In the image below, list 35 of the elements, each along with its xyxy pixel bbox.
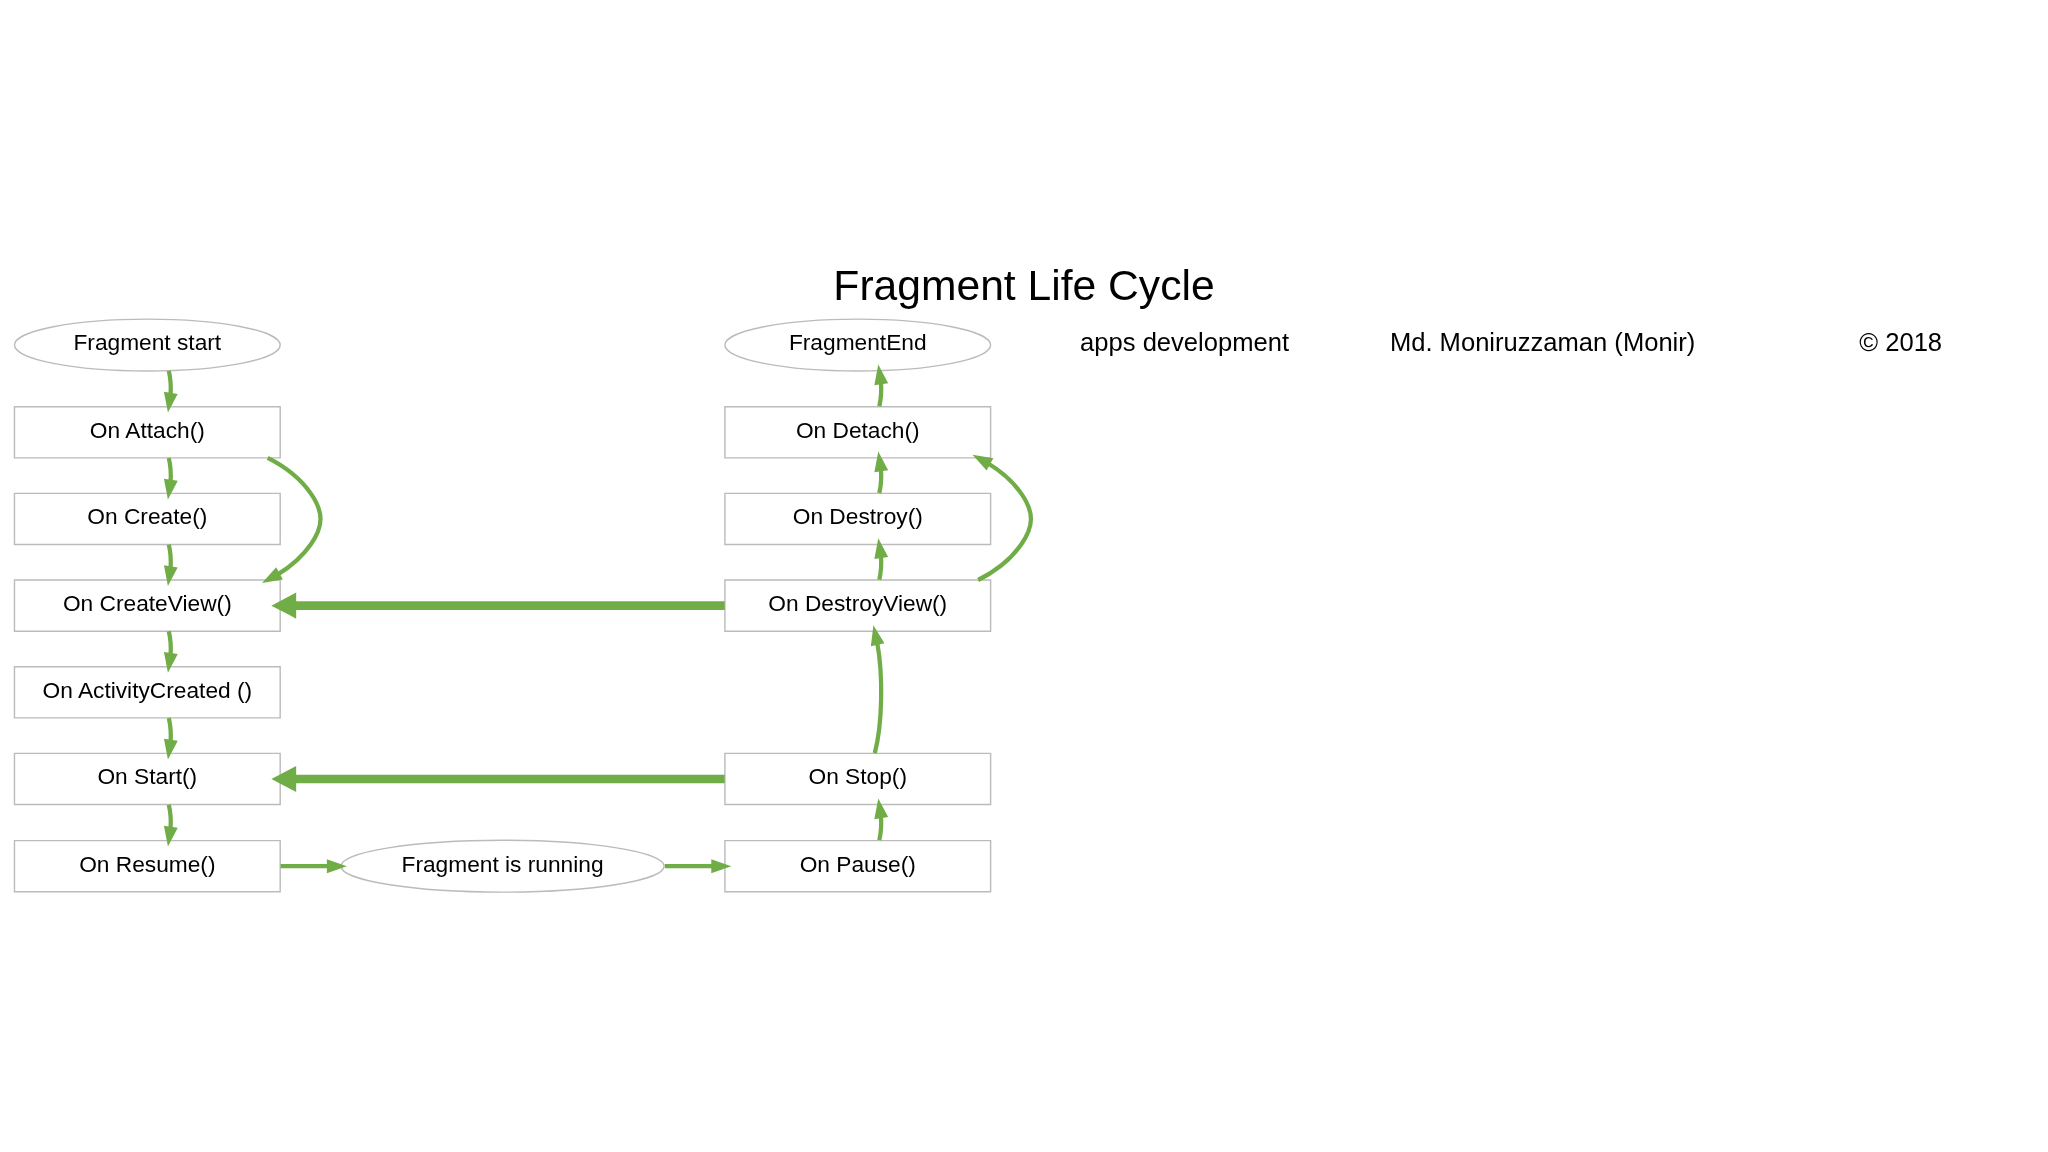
node-box: On Stop() (724, 752, 992, 805)
arrow (271, 765, 725, 792)
node-box: On Resume() (13, 839, 281, 892)
node-box: On Detach() (724, 405, 992, 459)
node-ellipse: Fragment start (13, 317, 281, 372)
node-box: On DestroyView() (724, 578, 992, 632)
arrow (163, 803, 178, 846)
label: © 2018 (1859, 327, 1943, 356)
label: Md. Moniruzzaman (Monir) (1389, 327, 1696, 356)
arrow (163, 630, 178, 673)
arrow (271, 592, 725, 619)
arrow (262, 455, 323, 583)
arrow (870, 624, 885, 754)
node-box: On Start() (13, 752, 281, 805)
arrow (163, 369, 178, 413)
arrow (972, 454, 1033, 582)
arrow (874, 797, 889, 841)
arrow (874, 537, 889, 580)
arrow (874, 364, 889, 407)
node-box: On ActivityCreated () (13, 665, 281, 719)
node-box: On Create() (13, 492, 281, 545)
node-ellipse: Fragment is running (340, 839, 665, 893)
node-box: On Attach() (13, 405, 281, 459)
arrow (280, 858, 347, 873)
arrow (664, 858, 732, 873)
arrow (163, 543, 178, 586)
arrow (163, 457, 178, 499)
arrow (163, 717, 178, 759)
node-ellipse: FragmentEnd (724, 317, 992, 372)
node-box: On Pause() (724, 839, 992, 892)
label: apps development (1080, 327, 1290, 356)
node-box: On Destroy() (724, 492, 992, 545)
diagram-title: Fragment Life Cycle (833, 260, 1215, 309)
arrow (874, 451, 889, 493)
node-box: On CreateView() (13, 578, 281, 632)
